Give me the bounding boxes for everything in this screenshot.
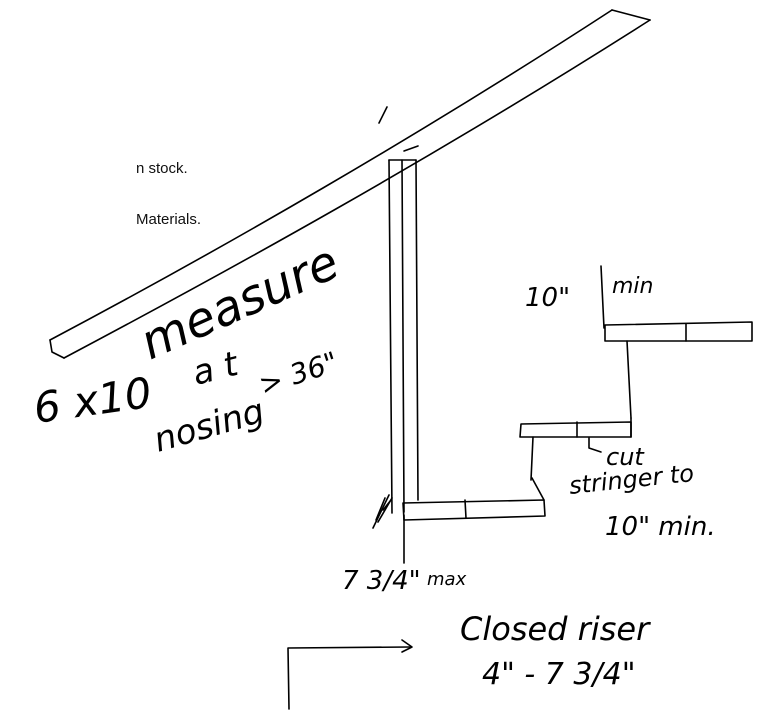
label-size-6x10: 6 x10 — [31, 368, 155, 433]
printed-line-materials: Materials. — [136, 211, 202, 228]
label-cut: cut — [606, 443, 645, 471]
label-riser-range: 4" - 7 3/4" — [482, 657, 636, 692]
label-riser-734: 7 3/4" — [342, 566, 421, 596]
label-tread-min: min — [612, 274, 654, 299]
printed-line-stock: n stock. — [136, 160, 188, 177]
label-nosing: nosing — [149, 391, 268, 461]
printed-text-fragment: n stock. Materials. — [136, 126, 201, 245]
label-stringer-to: stringer to — [568, 459, 695, 500]
label-closed-riser: Closed riser — [460, 610, 651, 648]
label-stringer-10min: 10" min. — [605, 512, 716, 542]
riser-bracket — [287, 639, 413, 710]
stair-treads — [402, 265, 753, 521]
newel-post — [372, 106, 419, 564]
label-max: max — [427, 569, 467, 590]
label-arrow-36: > 36" — [255, 345, 342, 401]
handrail — [49, 9, 651, 359]
annotations: measure a t nosing > 36" 6 x10 10" min c… — [31, 234, 716, 692]
label-tread-10: 10" — [525, 283, 570, 313]
